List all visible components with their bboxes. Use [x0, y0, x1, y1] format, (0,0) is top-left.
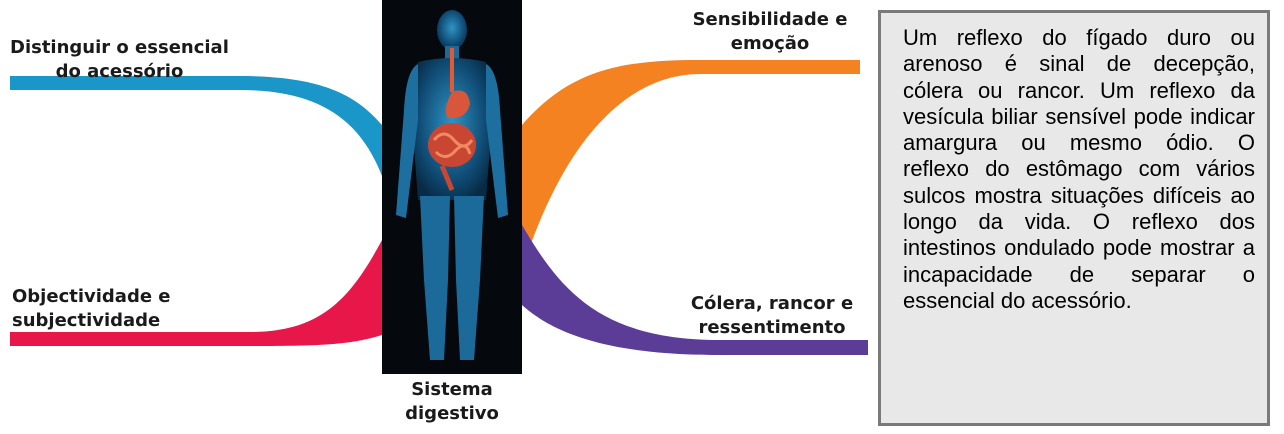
orange-connector-curve — [522, 60, 860, 270]
blue-connector-curve — [10, 76, 382, 176]
human-body-panel — [382, 0, 522, 374]
label-digestive-system: Sistema digestivo — [382, 378, 522, 426]
label-distinguish-essential: Distinguir o essencial do acessório — [10, 36, 229, 84]
human-body-digestive-system-icon — [382, 0, 522, 374]
label-objectivity: Objectividade e subjectividade — [12, 285, 171, 333]
label-anger-resentment: Cólera, rancor e ressentimento — [676, 292, 868, 340]
description-text: Um reflexo do fígado duro ou arenoso é s… — [903, 25, 1255, 314]
label-sensitivity-emotion: Sensibilidade e emoção — [680, 8, 860, 56]
description-textbox: Um reflexo do fígado duro ou arenoso é s… — [878, 10, 1270, 426]
